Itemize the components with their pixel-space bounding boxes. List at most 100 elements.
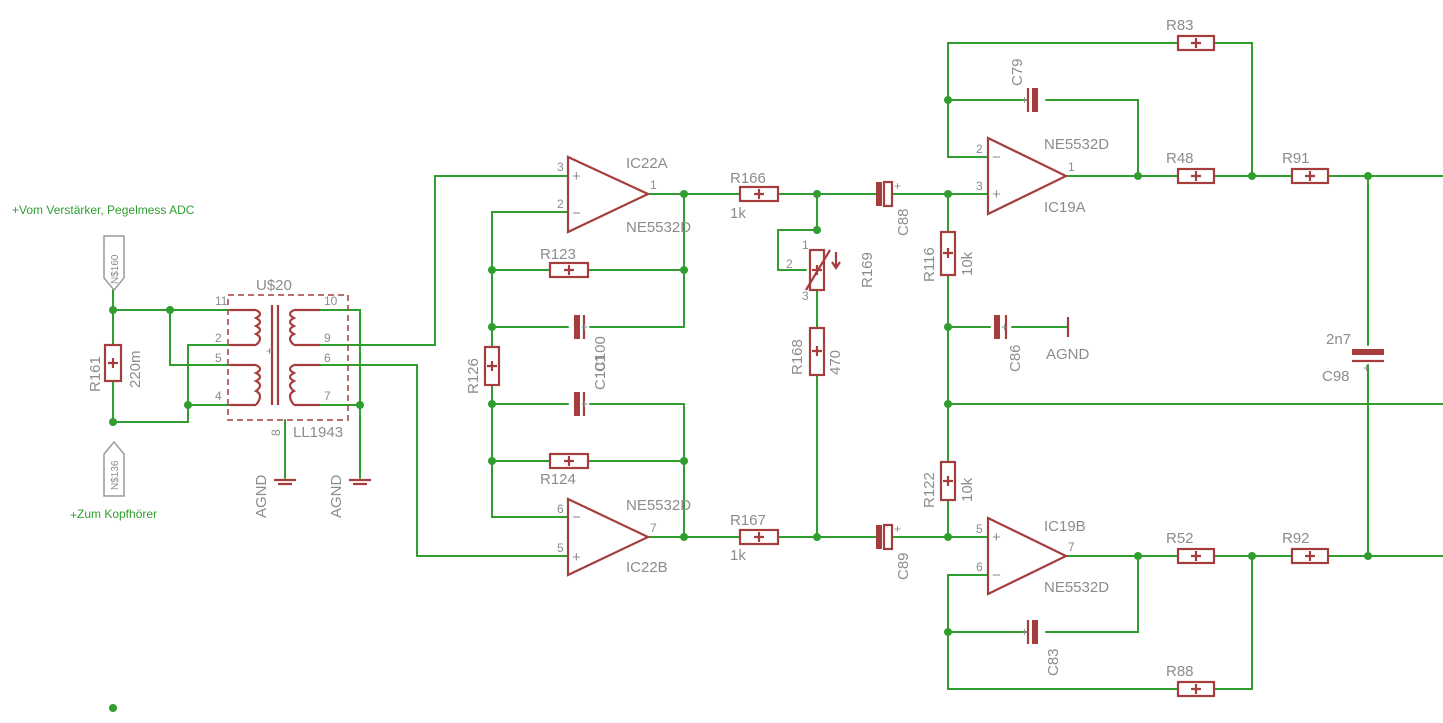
transformer-u20: + U$20 LL1943 11 2 5 4 10 9 6 7 8 [215,277,349,441]
input-note: + Vom Verstärker, Pegelmess ADC [12,203,195,217]
r161-value: 220m [127,350,144,388]
svg-text:7: 7 [1068,540,1075,554]
svg-text:R116: R116 [921,247,938,282]
resistor-r124: R124 [540,452,590,488]
svg-text:7: 7 [650,521,657,535]
svg-text:3: 3 [557,160,564,174]
ic22a-name: IC22A [626,155,668,172]
svg-text:5: 5 [976,522,983,536]
svg-text:7: 7 [324,389,331,403]
transformer-value: LL1943 [293,424,343,441]
svg-text:R166: R166 [730,170,766,187]
port-top-label: N$160 [110,254,121,284]
svg-text:470: 470 [827,350,844,375]
svg-text:C83: C83 [1045,648,1062,676]
svg-text:+: + [1021,625,1028,639]
svg-text:3: 3 [976,179,983,193]
svg-text:+: + [1363,361,1370,375]
resistor-r88: R88 [1166,663,1216,698]
svg-text:C89: C89 [895,552,912,580]
svg-text:+: + [581,397,588,411]
svg-text:C100: C100 [592,336,609,372]
opamp-ic22b: − + 6 5 7 NE5532D IC22B [557,497,691,577]
svg-text:+: + [70,508,77,522]
capacitor-c100: + C100 [574,315,609,372]
svg-text:+: + [581,320,588,334]
svg-text:1: 1 [1068,160,1075,174]
svg-text:R126: R126 [465,358,482,394]
resistor-r122: R122 10k [921,460,976,508]
r161-name: R161 [87,356,104,392]
svg-text:+: + [12,203,19,217]
opamp-ic19a: − + 2 3 1 NE5532D IC19A [976,136,1109,216]
capacitor-c79: + C79 [1009,58,1038,112]
opamp-ic19b: + − 5 6 7 IC19B NE5532D [976,516,1109,596]
svg-text:−: − [992,567,1001,584]
resistor-r48: R48 [1166,150,1216,185]
svg-text:AGND: AGND [328,474,345,518]
svg-text:C79: C79 [1009,58,1026,86]
resistor-r92: R92 [1282,530,1330,565]
svg-text:+: + [1021,93,1028,107]
svg-text:2: 2 [215,331,222,345]
svg-text:+: + [572,168,581,185]
svg-text:10: 10 [324,294,338,308]
svg-text:3: 3 [802,289,809,303]
svg-text:C98: C98 [1322,368,1350,385]
svg-text:5: 5 [215,351,222,365]
capacitor-c88: + C88 [876,179,912,236]
svg-text:4: 4 [215,389,222,403]
svg-text:R168: R168 [789,339,806,375]
svg-text:8: 8 [269,429,283,436]
resistor-r126: R126 [465,345,501,394]
svg-text:R123: R123 [540,246,576,263]
svg-text:R48: R48 [1166,150,1194,167]
svg-text:R52: R52 [1166,530,1194,547]
svg-text:2n7: 2n7 [1326,331,1351,348]
resistor-r168: R168 470 [789,326,844,377]
potentiometer-r169: 1 2 3 R169 [786,238,876,303]
resistor-r83: R83 [1166,17,1216,52]
svg-text:2: 2 [976,142,983,156]
svg-text:C88: C88 [895,208,912,236]
port-bottom-label: N$136 [110,460,121,490]
svg-text:1k: 1k [730,547,746,564]
ground-agnd-1: AGND [253,474,296,518]
resistor-r91: R91 [1282,150,1330,185]
svg-text:10k: 10k [959,477,976,502]
svg-text:−: − [992,149,1001,166]
ic22a-type: NE5532D [626,219,691,236]
ground-agnd-2: AGND [328,474,371,518]
port-bottom: N$136 [103,440,125,497]
junctions [109,96,1372,712]
svg-text:R122: R122 [921,472,938,508]
svg-text:2: 2 [786,257,793,271]
resistor-r166: R166 1k [730,170,780,222]
svg-text:R169: R169 [859,252,876,288]
svg-text:+: + [572,549,581,566]
input-note-text: Vom Verstärker, Pegelmess ADC [19,203,195,217]
ic19a-type: NE5532D [1044,136,1109,153]
svg-text:AGND: AGND [1046,346,1090,363]
svg-text:R91: R91 [1282,150,1310,167]
svg-text:−: − [572,509,581,526]
resistor-r167: R167 1k [730,512,780,564]
svg-text:5: 5 [557,541,564,555]
svg-text:11: 11 [215,294,228,308]
svg-text:R92: R92 [1282,530,1310,547]
capacitor-c98: + 2n7 C98 [1322,331,1384,385]
svg-text:10k: 10k [959,251,976,276]
capacitor-c83: + C83 [1021,620,1062,676]
resistor-r123: R123 [540,246,590,279]
svg-text:R167: R167 [730,512,766,529]
capacitor-c89: + C89 [876,522,912,580]
svg-text:6: 6 [324,351,331,365]
output-note: + Zum Kopfhörer [70,507,157,522]
svg-text:+: + [894,179,901,193]
svg-text:+: + [266,344,273,358]
ground-agnd-3: AGND [1046,317,1090,363]
resistor-r161: R161 220m [87,343,144,392]
svg-text:1k: 1k [730,205,746,222]
svg-text:+: + [1001,320,1008,334]
